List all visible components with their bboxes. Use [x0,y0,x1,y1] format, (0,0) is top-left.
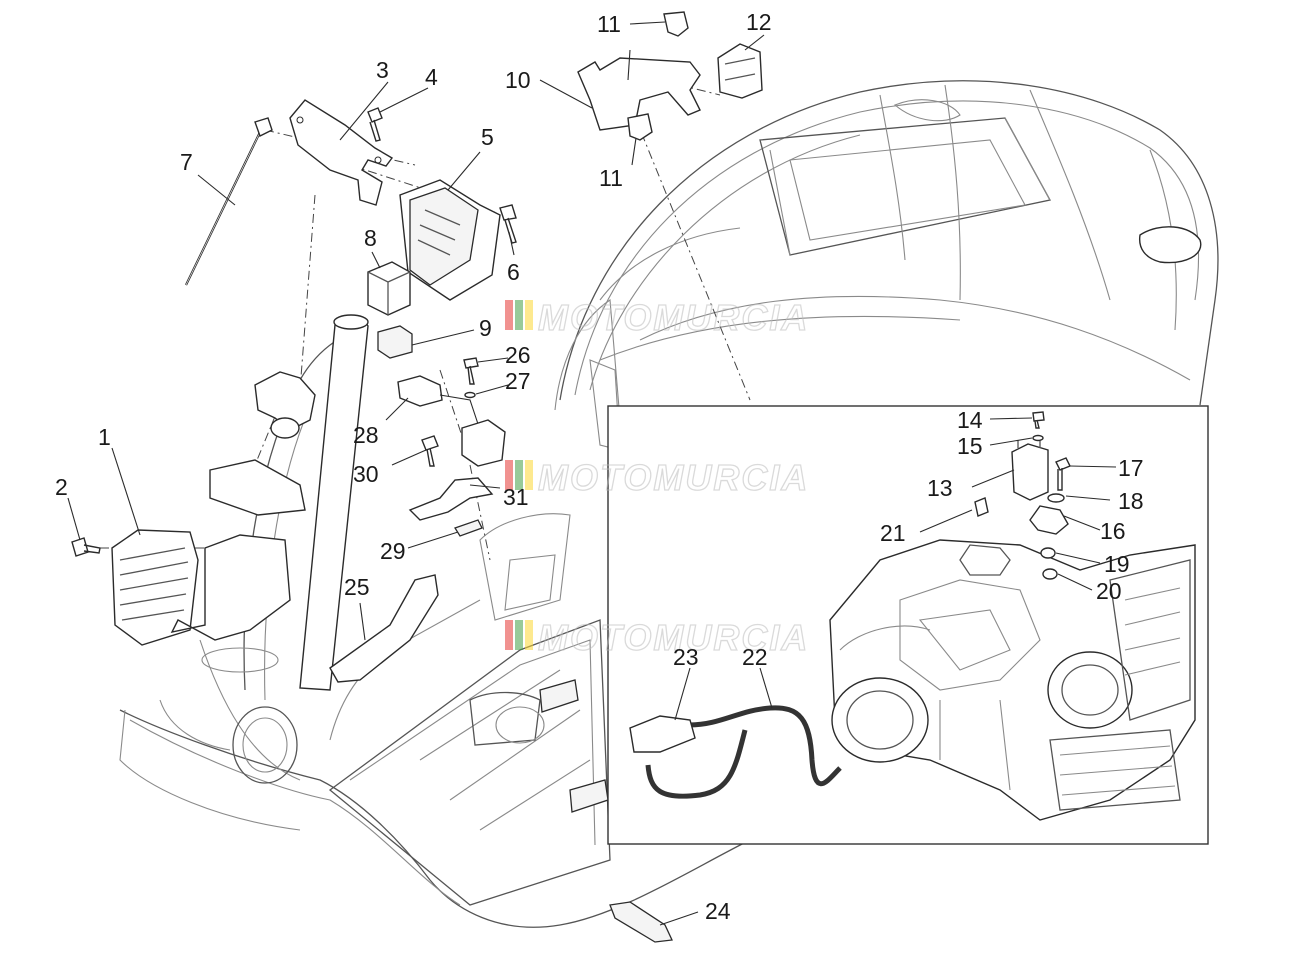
watermark: MOTOMURCIA MOTOMURCIA MOTOMURCIA [505,296,809,659]
callout-26: 26 [505,342,531,368]
callout-4: 4 [425,64,438,90]
screw [499,204,517,244]
neutral-sensor [1011,443,1049,501]
engine-detail-inset [607,405,1209,845]
bolt [71,537,101,557]
clip [454,519,483,537]
callout-5: 5 [481,124,494,150]
parts-left [71,99,673,943]
watermark-text: MOTOMURCIA [538,457,809,498]
callout-1: 1 [98,424,111,450]
watermark-logo: MOTOMURCIA [505,456,809,499]
callout-30: 30 [353,461,379,487]
wiring-connector [397,375,506,467]
watermark-text: MOTOMURCIA [538,297,809,338]
callout-15: 15 [957,433,983,459]
mount-bracket [1029,505,1069,535]
callout-23: 23 [673,644,699,670]
seal [1042,568,1058,580]
callout-10: 10 [505,67,531,93]
washer [1047,493,1065,503]
callout-8: 8 [364,225,377,251]
watermark-logo: MOTOMURCIA [505,616,809,659]
cover-panel [329,574,439,683]
grommet [1040,547,1056,559]
small-cover [609,901,673,943]
callout-11-top: 11 [597,11,621,37]
grommet [663,11,689,37]
callout-22: 22 [742,644,768,670]
column-clamp [254,371,316,431]
callout-27: 27 [505,368,531,394]
horn-bracket [577,57,701,131]
callout-3: 3 [376,57,389,83]
callout-13: 13 [927,475,953,501]
relay-socket [377,325,413,359]
leader-lines [67,21,1117,926]
parts-top [577,11,763,141]
relay-module [717,43,763,99]
voltage-regulator [111,529,199,646]
regulator-bracket [170,534,291,641]
screw [421,435,439,467]
washer [464,391,476,399]
callout-19: 19 [1104,551,1130,577]
callout-14: 14 [957,407,983,433]
callout-9: 9 [479,315,492,341]
callout-7: 7 [180,149,193,175]
cable-tie [185,117,273,286]
callout-6: 6 [507,259,520,285]
screw [463,357,479,385]
watermark-logo: MOTOMURCIA [505,296,809,339]
callout-24: 24 [705,898,731,924]
sensor-pin [974,497,989,517]
engine-assembly [829,539,1196,821]
callout-21: 21 [880,520,906,546]
relay-bracket [289,99,394,206]
callout-11-bottom: 11 [599,165,623,191]
sensor-bracket [408,477,494,521]
relay [367,261,411,316]
callout-17: 17 [1118,455,1144,481]
callout-20: 20 [1096,578,1122,604]
callout-labels: 1 2 3 4 5 6 7 8 9 10 11 11 12 13 14 15 1… [55,9,1144,924]
screw [367,107,383,142]
callout-29: 29 [380,538,406,564]
screw [1032,411,1045,429]
callout-2: 2 [55,474,68,500]
scooter-frame-body [119,80,1219,928]
watermark-text: MOTOMURCIA [538,617,809,658]
callout-18: 18 [1118,488,1144,514]
callout-25: 25 [344,574,370,600]
callout-12: 12 [746,9,772,35]
sensor-harness [689,705,842,787]
callout-31: 31 [503,484,529,510]
callout-16: 16 [1100,518,1126,544]
grommet [627,113,653,141]
washer [1032,434,1044,442]
callout-28: 28 [353,422,379,448]
control-unit [399,179,501,301]
sensor-connector [629,715,696,753]
